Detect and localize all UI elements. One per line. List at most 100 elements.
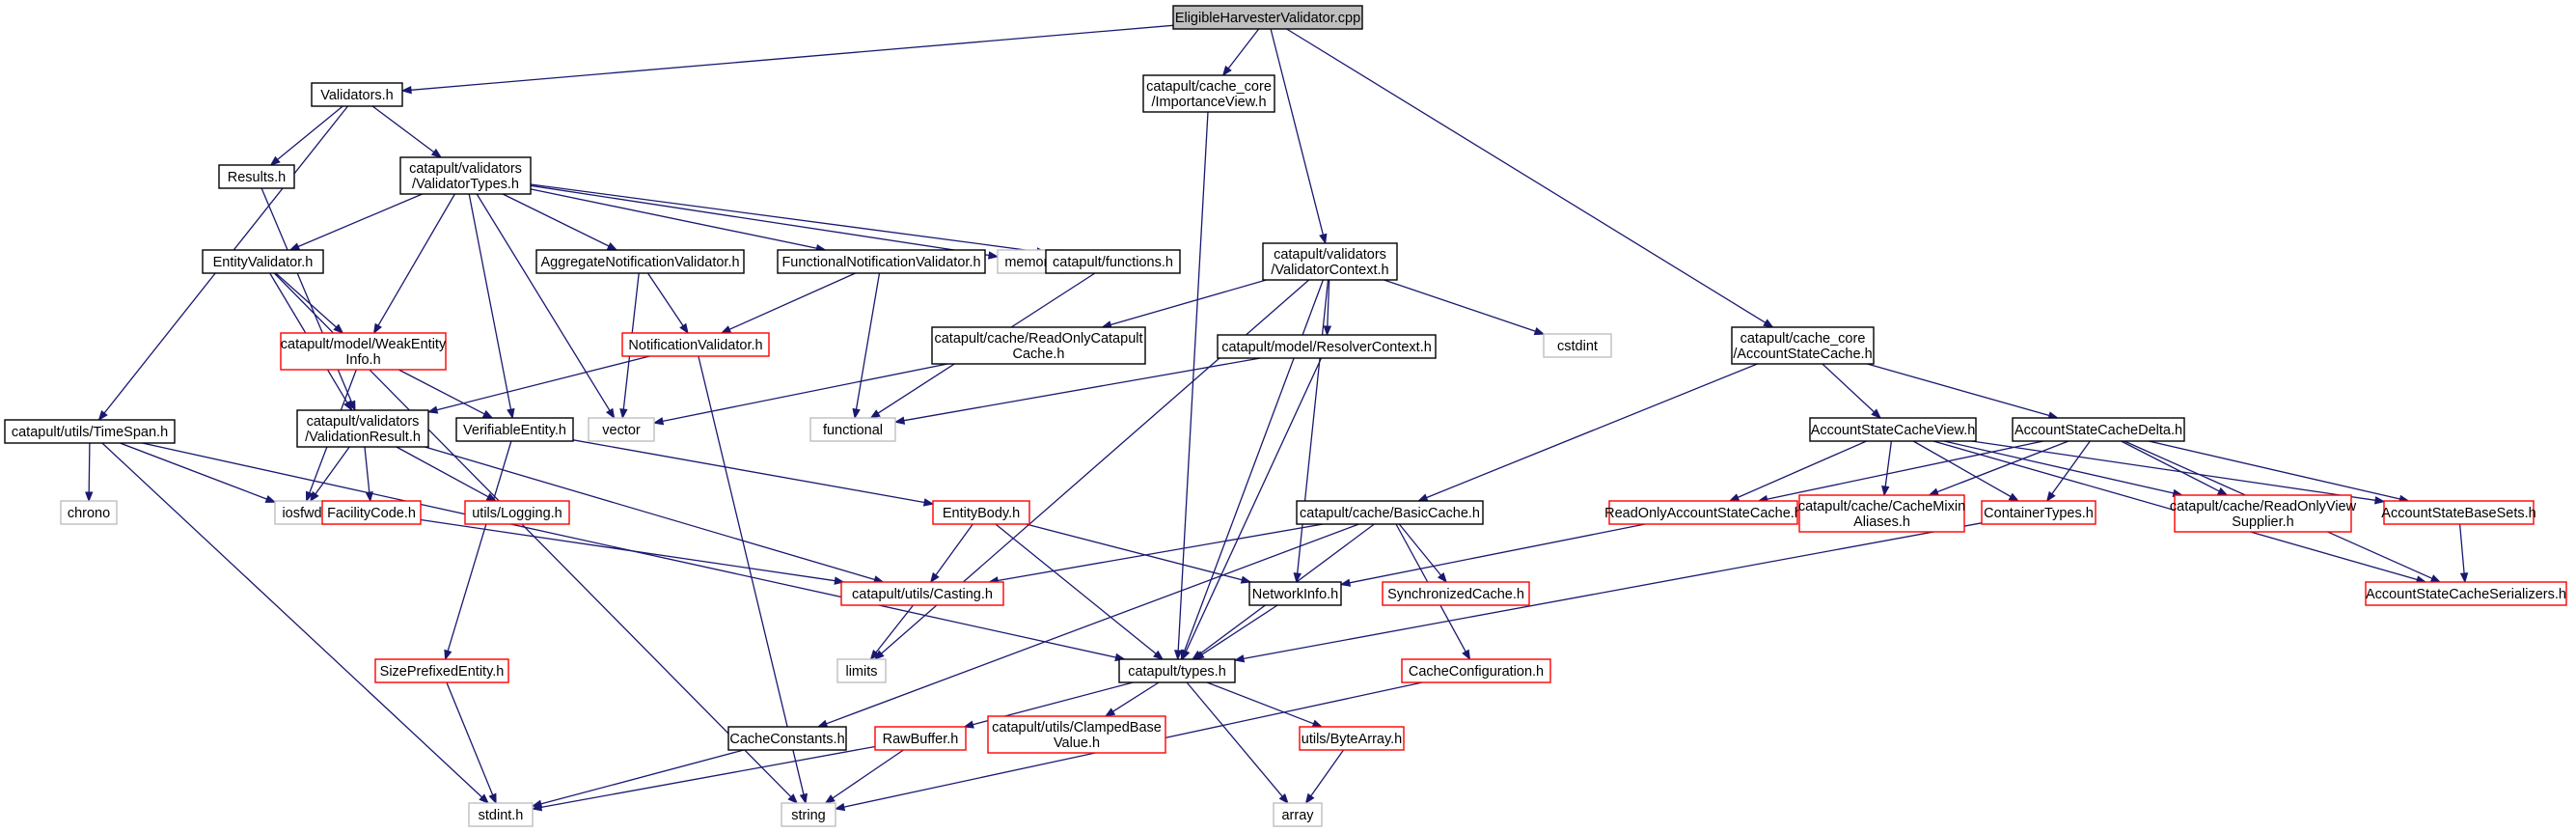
edge-line [826, 523, 1359, 725]
node-label: CacheConfiguration.h [1409, 664, 1544, 680]
edge-arrowhead [264, 494, 277, 503]
edge-line [1384, 279, 1536, 332]
node-functional-nv[interactable]: FunctionalNotificationValidator.h [777, 249, 986, 274]
node-results-h[interactable]: Results.h [218, 164, 295, 189]
node-account-state-cache[interactable]: catapult/cache_core/AccountStateCache.h [1731, 326, 1875, 365]
node-box [2365, 581, 2567, 606]
node-label: Validators.h [320, 88, 394, 103]
node-size-prefixed[interactable]: SizePrefixedEntity.h [374, 658, 509, 683]
edge-arrowhead [619, 408, 628, 420]
edge-arrowhead [1293, 572, 1302, 584]
edge-timespan-to-stdint [101, 442, 490, 804]
node-byte-array[interactable]: utils/ByteArray.h [1299, 726, 1405, 751]
node-label: AccountStateCacheDelta.h [2014, 423, 2182, 438]
node-array: array [1273, 802, 1323, 827]
edge-line [1971, 440, 2376, 501]
node-root: EligibleHarvesterValidator.cpp [1172, 5, 1363, 30]
node-entity-validator[interactable]: EntityValidator.h [202, 249, 324, 274]
edge-arrowhead [869, 409, 881, 419]
edge-account_state_cache-to-asc_view [1822, 363, 1882, 419]
node-label: array [1281, 808, 1314, 823]
node-basic-cache[interactable]: catapult/cache/BasicCache.h [1296, 500, 1484, 525]
edge-arrowhead [1462, 649, 1471, 661]
node-label: stdint.h [479, 808, 524, 823]
edge-asc_delta-to-cache_mixin [1928, 440, 2069, 496]
edge-line [315, 446, 350, 495]
node-functional: functional [809, 417, 896, 442]
node-raw-buffer[interactable]: RawBuffer.h [874, 726, 967, 751]
edge-arrowhead [305, 490, 314, 503]
edge-line [1206, 681, 1314, 725]
node-validators-h[interactable]: Validators.h [311, 82, 403, 107]
edge-line [646, 272, 684, 326]
node-box [2174, 494, 2352, 533]
edge-arrowhead [1881, 486, 1890, 497]
edge-line [1227, 28, 1260, 69]
node-cache-configuration[interactable]: CacheConfiguration.h [1401, 658, 1551, 683]
node-box [321, 500, 422, 525]
node-timespan[interactable]: catapult/utils/TimeSpan.h [4, 419, 176, 444]
node-casting[interactable]: catapult/utils/Casting.h [840, 581, 1004, 606]
node-asc-view[interactable]: AccountStateCacheView.h [1809, 417, 1977, 442]
node-limits: limits [836, 658, 887, 683]
node-ro-asc[interactable]: ReadOnlyAccountStateCache.h [1604, 500, 1802, 525]
edge-line [377, 193, 455, 326]
node-label: /ValidationResult.h [305, 430, 421, 445]
edge-arrowhead [2008, 492, 2020, 502]
node-validator-context[interactable]: catapult/validators/ValidatorContext.h [1262, 242, 1398, 281]
node-box [2383, 500, 2535, 525]
node-functions-h[interactable]: catapult/functions.h [1045, 249, 1181, 274]
edge-line [540, 745, 876, 809]
node-label: catapult/model/WeakEntity [281, 337, 447, 352]
node-cache-constants[interactable]: CacheConstants.h [727, 726, 847, 751]
node-validator-types[interactable]: catapult/validators/ValidatorTypes.h [399, 156, 532, 195]
node-asc-delta[interactable]: AccountStateCacheDelta.h [2012, 417, 2185, 442]
node-container-types[interactable]: ContainerTypes.h [1981, 500, 2096, 525]
edge-entity_body-to-types_h [995, 523, 1165, 660]
edge-line [1243, 522, 1983, 660]
node-notification-validator[interactable]: NotificationValidator.h [621, 332, 770, 357]
node-types-h[interactable]: catapult/types.h [1118, 658, 1236, 683]
node-label: catapult/cache/BasicCache.h [1300, 506, 1480, 521]
edge-arrowhead [430, 148, 443, 158]
edge-line [277, 105, 343, 160]
edge-functional_nv-to-functional [852, 272, 881, 420]
node-aggregate-nv[interactable]: AggregateNotificationValidator.h [535, 249, 745, 274]
node-network-info[interactable]: NetworkInfo.h [1248, 581, 1342, 606]
edge-arrowhead [479, 793, 490, 804]
node-verifiable-entity[interactable]: VerifiableEntity.h [455, 417, 574, 442]
node-box [781, 802, 836, 827]
edge-line [1297, 279, 1329, 574]
edge-line [468, 193, 512, 410]
edge-aggregate_nv-to-notification_validator [646, 272, 689, 335]
node-resolver-context[interactable]: catapult/model/ResolverContext.h [1217, 334, 1437, 359]
node-label: AggregateNotificationValidator.h [540, 255, 739, 270]
node-importance-view[interactable]: catapult/cache_core/ImportanceView.h [1142, 74, 1275, 113]
edge-line [530, 188, 817, 249]
node-facility-code[interactable]: FacilityCode.h [321, 500, 422, 525]
edge-line [997, 523, 1324, 582]
node-box [932, 500, 1030, 525]
node-validation-result[interactable]: catapult/validators/ValidationResult.h [296, 409, 429, 448]
edge-line [420, 518, 836, 582]
edge-arrowhead [1181, 649, 1191, 661]
edge-arrowhead [1323, 325, 1332, 337]
node-label: FunctionalNotificationValidator.h [781, 255, 980, 270]
node-box [1981, 500, 2096, 525]
edge-line [1912, 440, 2012, 498]
node-entity-body[interactable]: EntityBody.h [932, 500, 1030, 525]
node-logging[interactable]: utils/Logging.h [464, 500, 570, 525]
node-sync-cache[interactable]: SynchronizedCache.h [1382, 581, 1530, 606]
node-box [1172, 5, 1363, 30]
edge-line [995, 523, 1157, 654]
edge-line [1186, 681, 1283, 797]
node-label: chrono [68, 506, 110, 521]
node-asc-base-sets[interactable]: AccountStateBaseSets.h [2381, 500, 2536, 525]
edge-arrowhead [2216, 486, 2229, 496]
node-asc-serializers[interactable]: AccountStateCacheSerializers.h [2365, 581, 2567, 606]
